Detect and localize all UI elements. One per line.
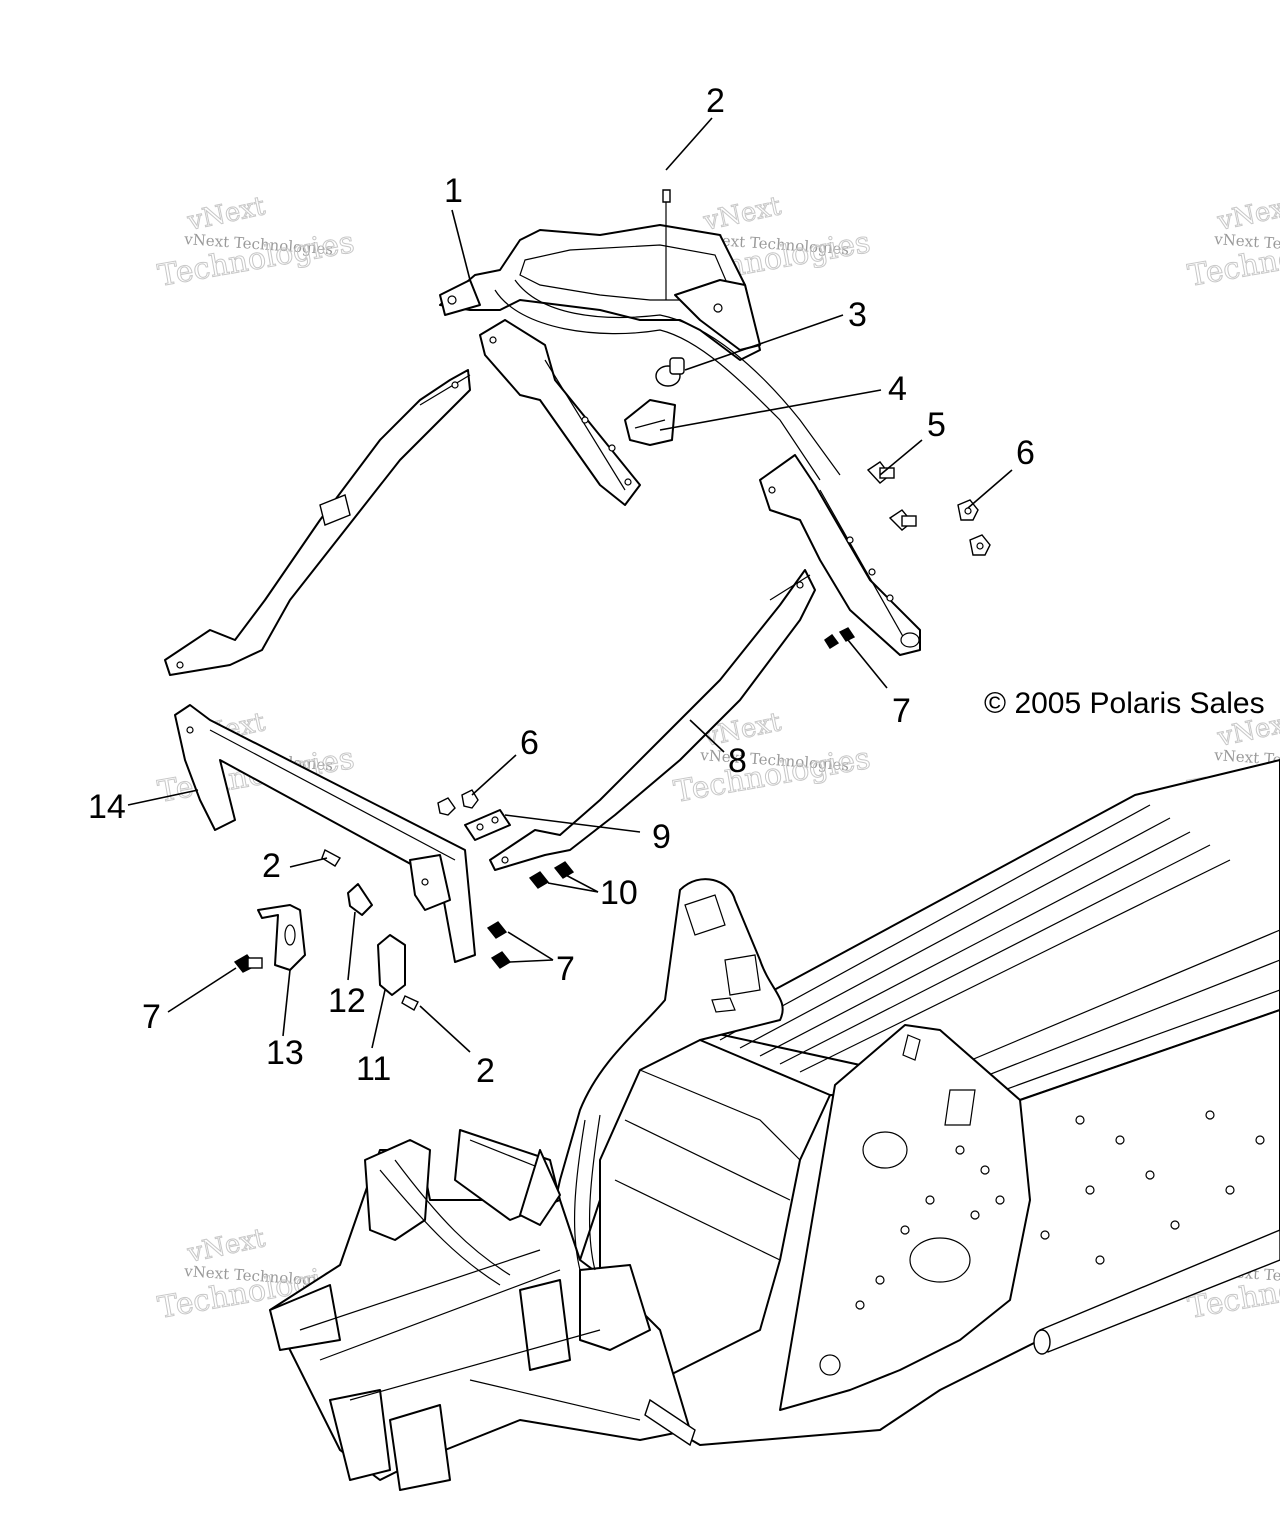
callout-11: 11	[356, 1050, 391, 1088]
watermark: vNext vNext Technologies Technologies	[1185, 191, 1280, 295]
callout-10: 10	[600, 874, 638, 912]
callout-2: 2	[262, 847, 281, 885]
callout-13: 13	[266, 1034, 304, 1072]
part-1-hoop-left-leg	[479, 319, 641, 506]
leader-lines	[127, 117, 1013, 1053]
callout-3: 3	[848, 296, 867, 334]
part-8-strut-rod	[489, 569, 816, 871]
nut-icon	[969, 534, 991, 556]
bolt-icon	[866, 461, 895, 484]
callout-12: 12	[328, 982, 366, 1020]
callout-7: 7	[556, 950, 575, 988]
callout-6: 6	[520, 724, 539, 762]
left-strut-rod	[164, 369, 471, 676]
copyright-notice: © 2005 Polaris Sales	[984, 687, 1265, 720]
callout-1: 1	[444, 172, 463, 210]
callout-7: 7	[142, 998, 161, 1036]
part-13-bracket	[257, 904, 306, 971]
callout-8: 8	[728, 742, 747, 780]
callout-2: 2	[476, 1052, 495, 1090]
part-4-bracket	[624, 399, 676, 446]
bolt-icon	[528, 861, 575, 889]
part-14-cross-bar	[174, 704, 476, 963]
part-1-hoop-right-leg	[759, 454, 921, 656]
bolt-icon	[486, 921, 512, 969]
watermark: vNext vNext Technologies Technologies	[155, 191, 358, 295]
nut-icon	[437, 789, 479, 816]
callout-labels: 1 2 3 4 5 6 7 8 6 9 14 2 10 7 7 12 13 11…	[88, 82, 1035, 1090]
bolt-icon	[233, 954, 263, 973]
rivet-holes	[855, 1110, 1265, 1310]
callout-2: 2	[706, 82, 725, 120]
chassis-tunnel	[269, 759, 1280, 1491]
fasteners	[233, 189, 991, 1011]
callout-7: 7	[892, 692, 911, 730]
part-9-plate	[464, 809, 511, 841]
callout-9: 9	[652, 818, 671, 856]
part-11-plate	[377, 934, 406, 996]
part-3-grommet	[655, 357, 685, 387]
callout-5: 5	[927, 406, 946, 444]
callout-14: 14	[88, 788, 126, 826]
nut-icon	[957, 499, 979, 521]
bolt-icon	[824, 627, 856, 649]
callout-4: 4	[888, 370, 907, 408]
bolt-icon	[888, 509, 917, 531]
part-1-steering-hoop	[439, 224, 841, 481]
callout-6: 6	[1016, 434, 1035, 472]
part-12-clip	[347, 883, 373, 916]
